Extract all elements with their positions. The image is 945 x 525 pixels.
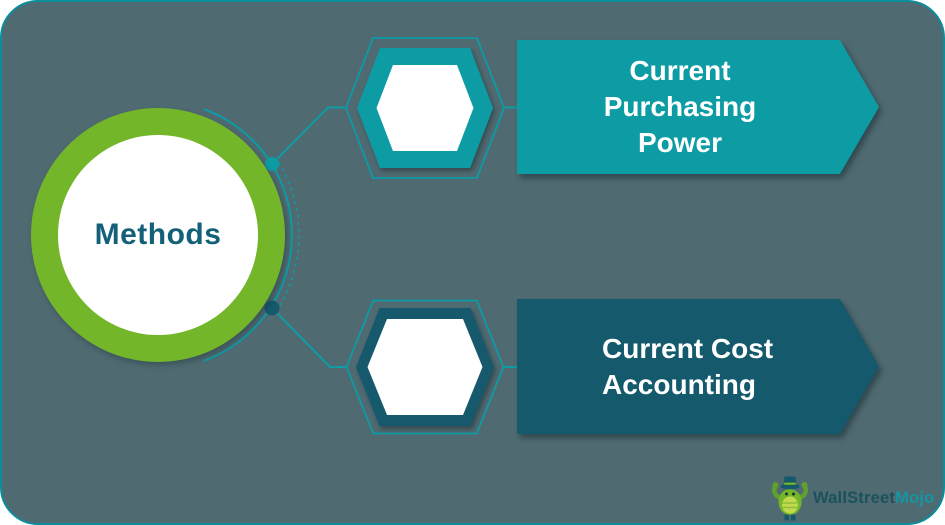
methods-circle-inner: Methods bbox=[58, 135, 258, 335]
banner-current-cost-accounting: Current Cost Accounting bbox=[517, 299, 879, 434]
methods-circle: Methods bbox=[31, 108, 285, 362]
logo-text-wallstreet: WallStreet bbox=[813, 488, 896, 507]
top-connector-dot bbox=[265, 157, 279, 171]
wallstreetmojo-logo: WallStreetMojo bbox=[770, 473, 934, 523]
banner-current-cost-accounting-label: Current Cost Accounting bbox=[602, 332, 774, 400]
bottom-connector-dot bbox=[264, 300, 280, 316]
methods-label: Methods bbox=[94, 218, 222, 251]
circle-arc-solid bbox=[203, 108, 293, 362]
banner-current-purchasing-power-shape: Current Purchasing Power bbox=[517, 40, 879, 174]
bottom-branch-connector-line bbox=[271, 307, 347, 368]
banner-current-purchasing-power: Current Purchasing Power bbox=[517, 40, 879, 174]
banner-current-purchasing-power-label: Current Purchasing Power bbox=[603, 55, 757, 158]
banner-current-cost-accounting-shape: Current Cost Accounting bbox=[517, 299, 879, 434]
bottom-hexagon-outline bbox=[345, 299, 505, 435]
bottom-hexagon-inner bbox=[367, 319, 483, 415]
wallstreetmojo-mascot-icon bbox=[772, 476, 808, 521]
circle-arc-dashed bbox=[278, 162, 300, 308]
top-hexagon-inner bbox=[376, 65, 474, 151]
top-branch-connector-line bbox=[271, 106, 346, 165]
top-hexagon-outline bbox=[345, 37, 505, 179]
logo-text-mojo: Mojo bbox=[895, 488, 935, 507]
wallstreetmojo-wordmark: WallStreetMojo bbox=[813, 489, 934, 508]
